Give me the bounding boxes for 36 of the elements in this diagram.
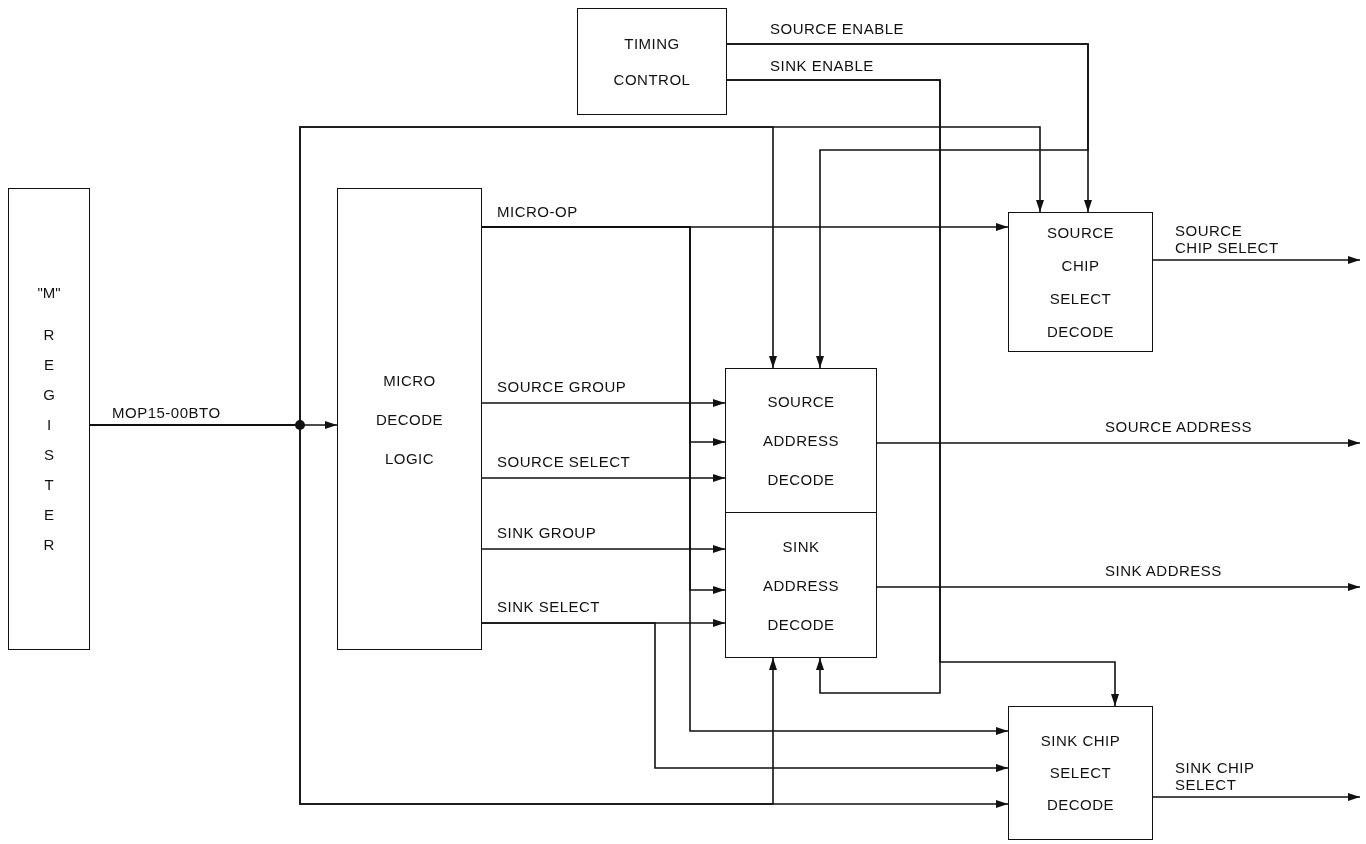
arrow [876,439,1361,447]
block-box [1008,212,1153,352]
block-label: SINK ADDRESS DECODE [762,536,840,635]
signal-label: SOURCE ENABLE [770,20,905,37]
block-box [725,368,877,513]
signal-label: SINK SELECT [497,598,601,615]
block-box [577,8,727,115]
signal-label: MOP15-00BTO [112,404,221,421]
signal-label: SOURCE CHIP SELECT [1175,222,1280,256]
signal-label: SOURCE ADDRESS [1105,418,1253,435]
arrow [1152,793,1361,801]
signal-label: SOURCE SELECT [497,453,631,470]
signal-label: SINK ENABLE [770,57,874,74]
block-box [725,512,877,658]
block-label: SOURCE CHIP SELECT DECODE [1045,223,1116,342]
signal-label: SINK ADDRESS [1105,562,1222,579]
arrow [481,622,1009,772]
arrow [481,545,726,553]
signal-label: SINK GROUP [497,524,597,541]
block-label: SOURCE ADDRESS DECODE [762,392,840,490]
vertical-label: "M" REGISTER [37,283,61,555]
block-label: SINK CHIP SELECT DECODE [1039,731,1122,815]
arrow [1152,256,1361,264]
arrow [726,43,1089,369]
arrow [481,399,726,407]
block-box [8,188,90,650]
signal-label: SINK CHIP SELECT [1175,759,1256,793]
block-box [1008,706,1153,840]
arrow [726,79,1119,707]
signal-label: MICRO-OP [497,203,578,220]
block-box [337,188,482,650]
block-label: TIMING CONTROL [612,33,692,90]
arrow [876,583,1361,591]
arrow [481,474,726,482]
signal-label: SOURCE GROUP [497,378,627,395]
block-label: MICRO DECODE LOGIC [374,370,445,469]
